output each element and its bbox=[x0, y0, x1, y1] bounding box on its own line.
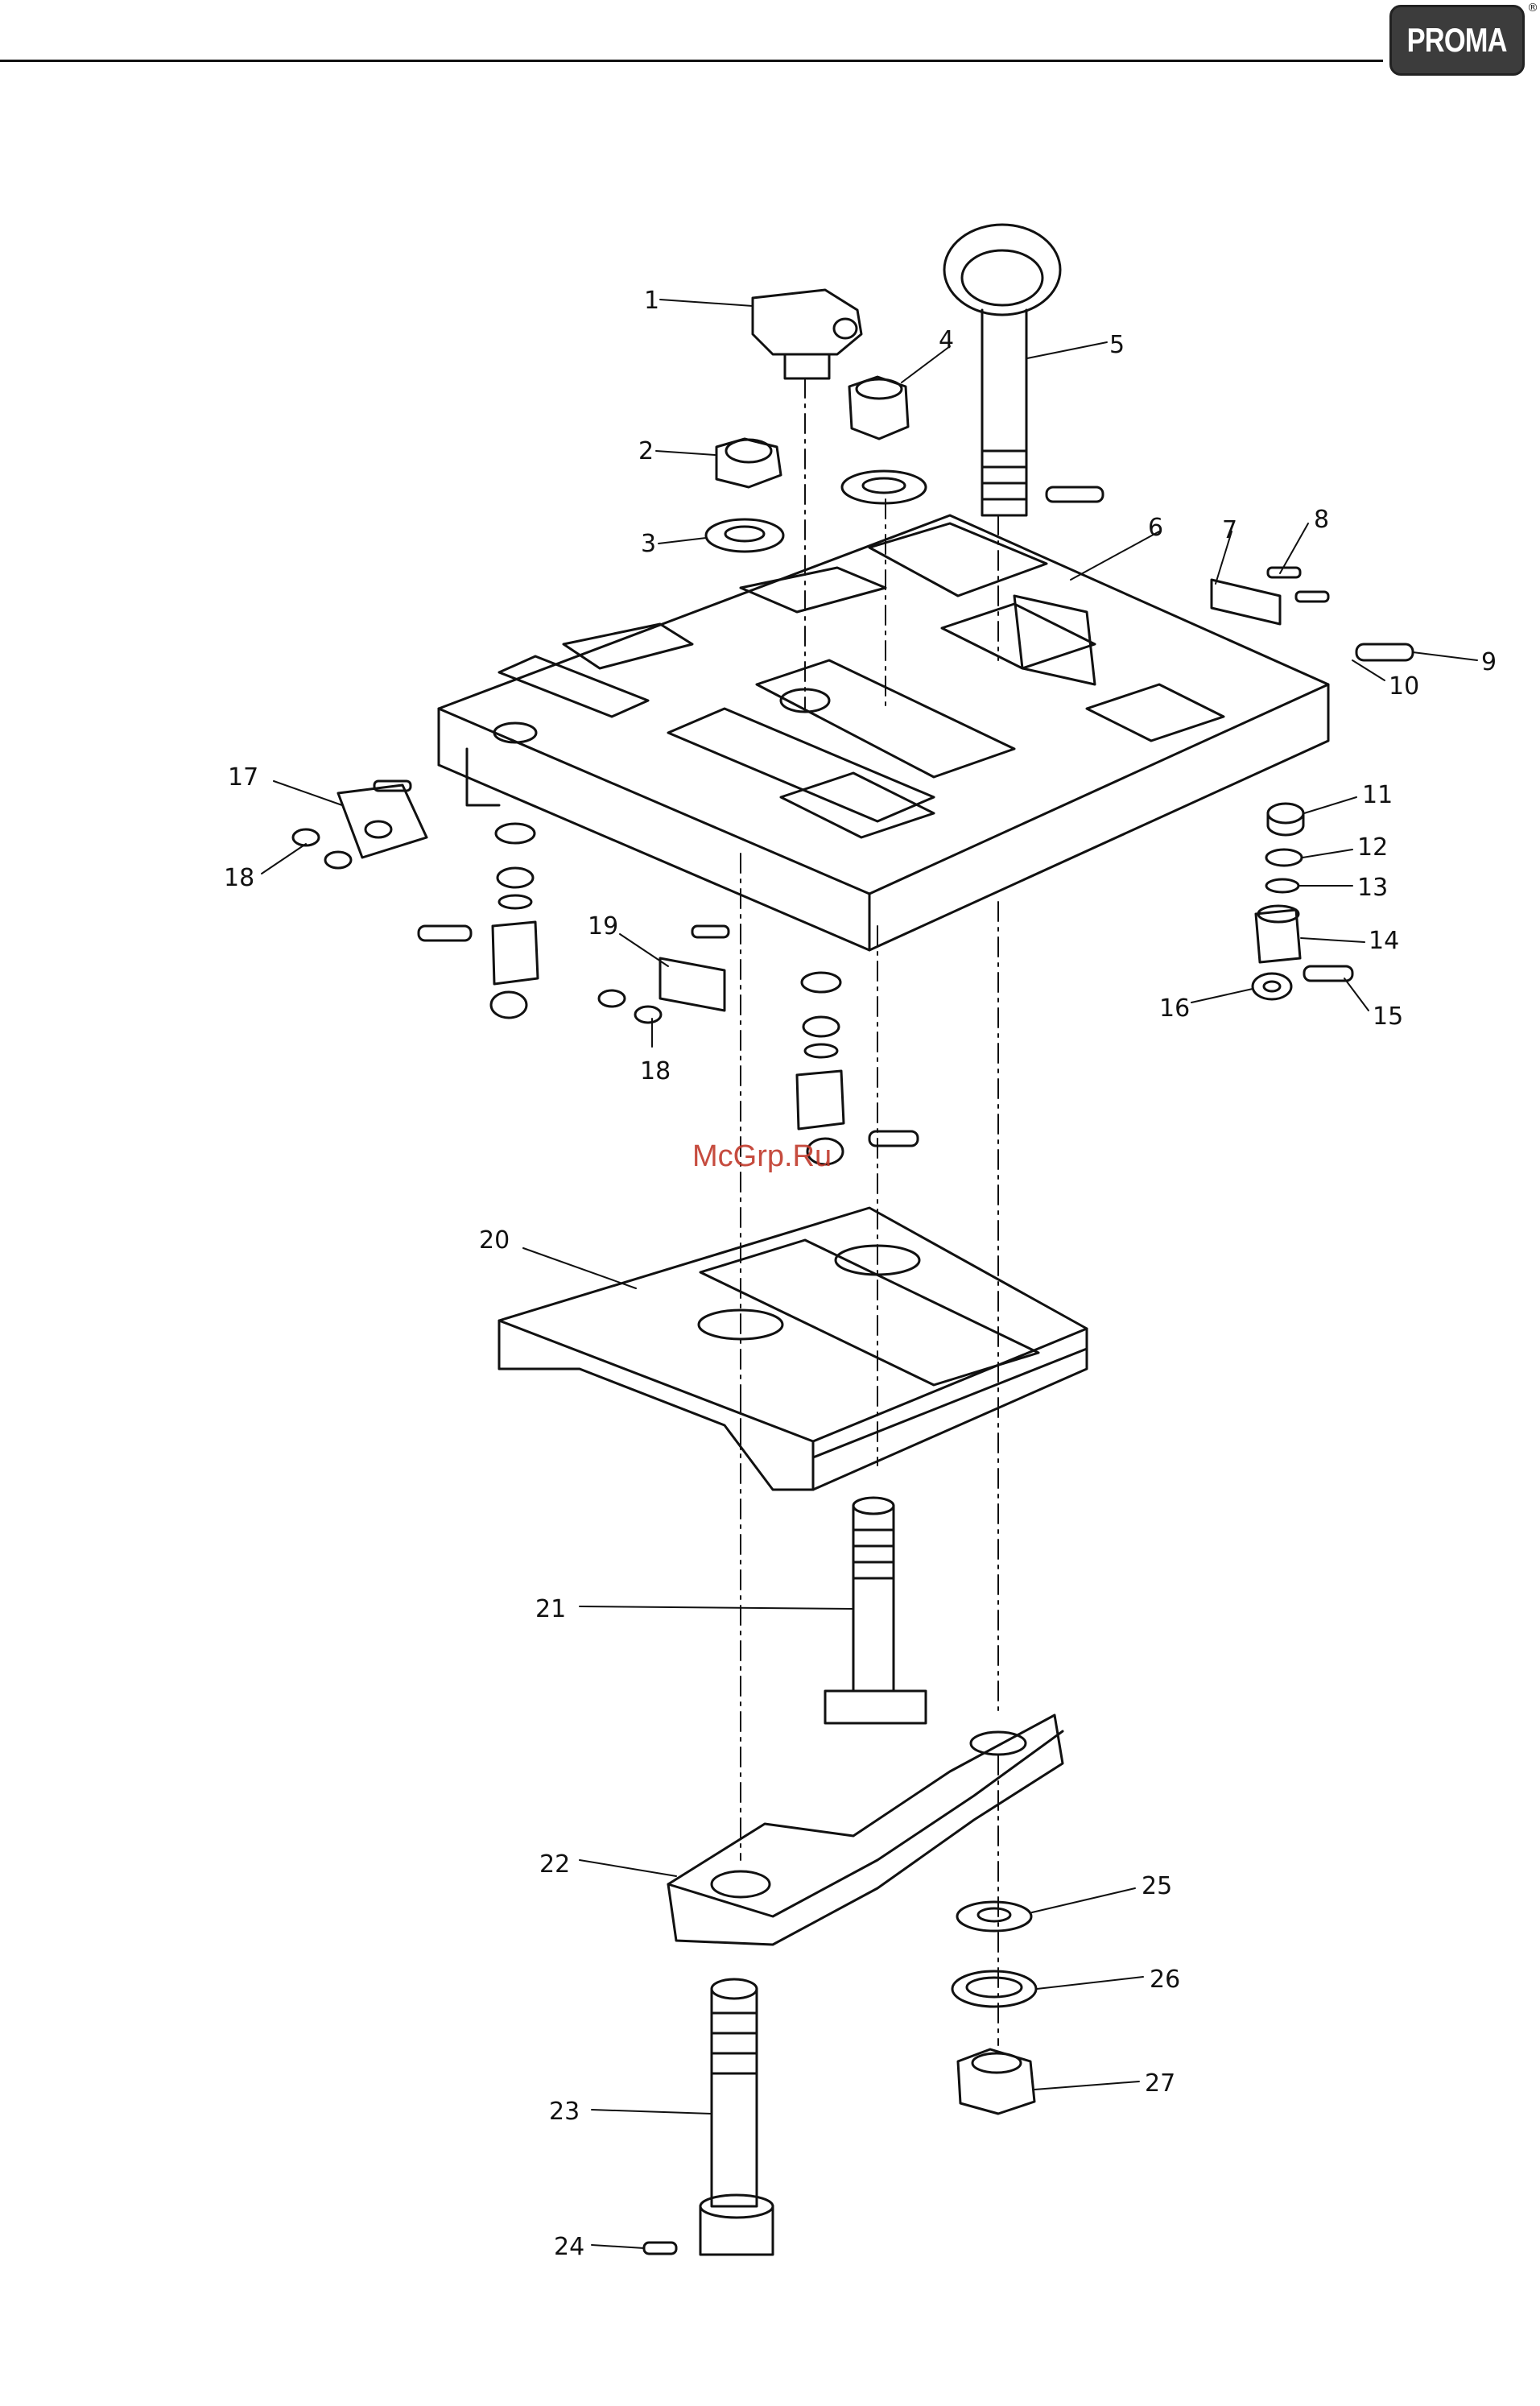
part-16-bearing bbox=[1253, 974, 1291, 999]
callout-7: 7 bbox=[1222, 516, 1237, 544]
callout-1: 1 bbox=[644, 287, 659, 315]
part-19-plate bbox=[660, 926, 729, 1011]
part-24-pin bbox=[644, 2243, 676, 2254]
part-8-screw bbox=[1268, 568, 1328, 602]
part-13-ring bbox=[1266, 879, 1298, 892]
callout-27: 27 bbox=[1145, 2069, 1175, 2098]
part-27-nut bbox=[958, 2049, 1034, 2114]
callout-4: 4 bbox=[939, 326, 954, 354]
callout-9: 9 bbox=[1481, 648, 1497, 676]
callout-16: 16 bbox=[1159, 994, 1190, 1023]
callout-22: 22 bbox=[539, 1850, 570, 1879]
part-23-bolt bbox=[700, 1979, 773, 2255]
callout-19: 19 bbox=[588, 912, 618, 940]
callout-11: 11 bbox=[1362, 781, 1393, 809]
part-5-eye-bolt bbox=[944, 225, 1060, 515]
callout-26: 26 bbox=[1150, 1966, 1180, 1994]
callout-24: 24 bbox=[554, 2233, 584, 2261]
callout-6: 6 bbox=[1148, 514, 1163, 542]
callout-20: 20 bbox=[479, 1226, 510, 1255]
part-25-washer bbox=[957, 1902, 1031, 1931]
part-4-nut bbox=[849, 377, 908, 439]
assembly-axes bbox=[741, 378, 998, 2045]
callout-2: 2 bbox=[638, 437, 654, 465]
callout-8: 8 bbox=[1314, 506, 1329, 534]
callout-3: 3 bbox=[641, 530, 656, 558]
middle-bearing-stack bbox=[797, 973, 918, 1164]
part-6-upper-frame bbox=[439, 515, 1328, 950]
callout-23: 23 bbox=[549, 2098, 580, 2126]
part-9-pin bbox=[1356, 644, 1413, 660]
callout-21: 21 bbox=[535, 1595, 566, 1623]
part-7-plate bbox=[1212, 580, 1280, 624]
pin-near-6 bbox=[1047, 487, 1103, 502]
callout-13: 13 bbox=[1357, 874, 1388, 902]
washer-under-4 bbox=[842, 471, 926, 503]
callout-15: 15 bbox=[1373, 1002, 1403, 1031]
callout-25: 25 bbox=[1142, 1872, 1172, 1900]
callout-18-middle: 18 bbox=[640, 1057, 671, 1085]
part-12-nut bbox=[1266, 850, 1302, 866]
callout-12: 12 bbox=[1357, 833, 1388, 862]
part-2-nut bbox=[716, 439, 781, 487]
part-11-cap bbox=[1268, 804, 1303, 835]
watermark: McGrp.Ru bbox=[692, 1139, 832, 1174]
callout-18-left: 18 bbox=[224, 864, 254, 892]
part-14-bracket bbox=[1256, 906, 1300, 962]
callout-5: 5 bbox=[1109, 331, 1125, 359]
part-26-ring bbox=[952, 1971, 1036, 2007]
part-3-washer bbox=[706, 519, 783, 552]
callout-10: 10 bbox=[1389, 672, 1419, 701]
left-bearing-stack bbox=[419, 824, 538, 1018]
part-1-t-handle bbox=[753, 290, 861, 378]
part-17-bracket bbox=[338, 785, 427, 858]
part-21-stud bbox=[825, 1498, 926, 1723]
callout-17: 17 bbox=[228, 763, 258, 792]
part-18-screws-middle bbox=[599, 990, 661, 1023]
callout-14: 14 bbox=[1369, 927, 1399, 955]
